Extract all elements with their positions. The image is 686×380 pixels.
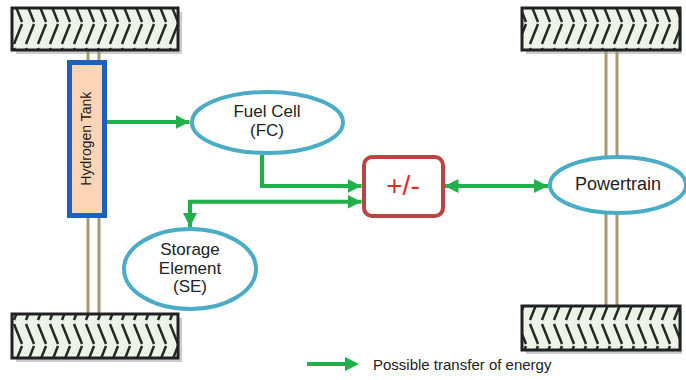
energy-arrow — [262, 154, 362, 186]
text-wrap: Storage Element (SE) — [151, 241, 229, 297]
wheel-rear-right — [522, 306, 682, 354]
node-label: Powertrain — [575, 175, 661, 195]
legend-arrow-sample — [305, 355, 361, 373]
wheel-tire — [12, 8, 178, 50]
legend-arrow-line — [307, 362, 349, 366]
tank-label: Hydrogen Tank — [79, 92, 94, 186]
junction-symbol: +/- — [386, 171, 419, 202]
wheel-tire — [522, 8, 680, 50]
power-junction-box: +/- — [362, 155, 445, 218]
node-label: Fuel Cell (FC) — [221, 103, 313, 140]
text-wrap: +/- — [386, 171, 419, 202]
powertrain-ellipse: Powertrain — [548, 155, 686, 215]
wheel-rear-left — [12, 314, 182, 362]
energy-arrow — [190, 202, 362, 227]
legend-entry: Possible transfer of energy — [305, 355, 551, 373]
legend-text: Possible transfer of energy — [373, 356, 551, 373]
text-wrap: Fuel Cell (FC) — [221, 103, 313, 140]
energy-arrow — [107, 120, 190, 124]
ellipse-shape — [192, 92, 343, 153]
energy-arrow — [445, 184, 549, 188]
fuel-cell-ellipse: Fuel Cell (FC) — [190, 90, 345, 155]
ellipse-shape — [550, 157, 686, 213]
text-wrap: Hydrogen Tank — [79, 92, 94, 186]
ellipse-shape — [124, 229, 256, 309]
wheel-front-right — [522, 8, 682, 54]
hydrogen-tank: Hydrogen Tank — [67, 60, 107, 218]
text-wrap: Powertrain — [575, 175, 661, 195]
wheel-tire — [522, 306, 680, 350]
legend-arrow-head — [345, 357, 359, 371]
wheel-tire — [12, 314, 178, 358]
node-label: Storage Element (SE) — [151, 241, 229, 297]
storage-element-ellipse: Storage Element (SE) — [122, 227, 258, 311]
wheel-front-left — [12, 8, 182, 54]
